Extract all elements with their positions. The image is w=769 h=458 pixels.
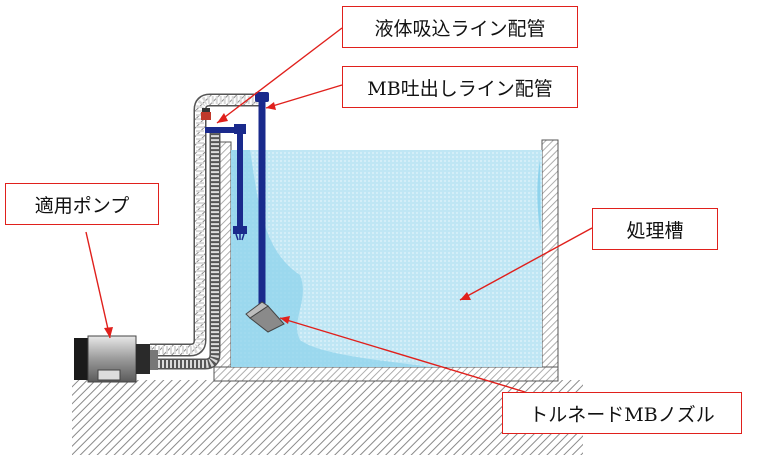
mb-discharge-pipe [201, 92, 269, 308]
tank-water [231, 150, 542, 367]
tornado-mb-nozzle [245, 301, 285, 333]
suction-pipe-gray [150, 93, 262, 370]
label-suction-line: 液体吸込ライン配管 [342, 6, 578, 48]
leader-lines [85, 27, 593, 393]
label-mb-discharge-line: MB吐出しライン配管 [342, 66, 578, 108]
label-pump: 適用ポンプ [5, 183, 159, 225]
ground [72, 380, 583, 455]
leader-arrowheads [104, 102, 471, 338]
label-nozzle: トルネードMBノズル [502, 392, 742, 434]
pump [74, 335, 158, 383]
label-tank: 処理槽 [592, 208, 718, 250]
